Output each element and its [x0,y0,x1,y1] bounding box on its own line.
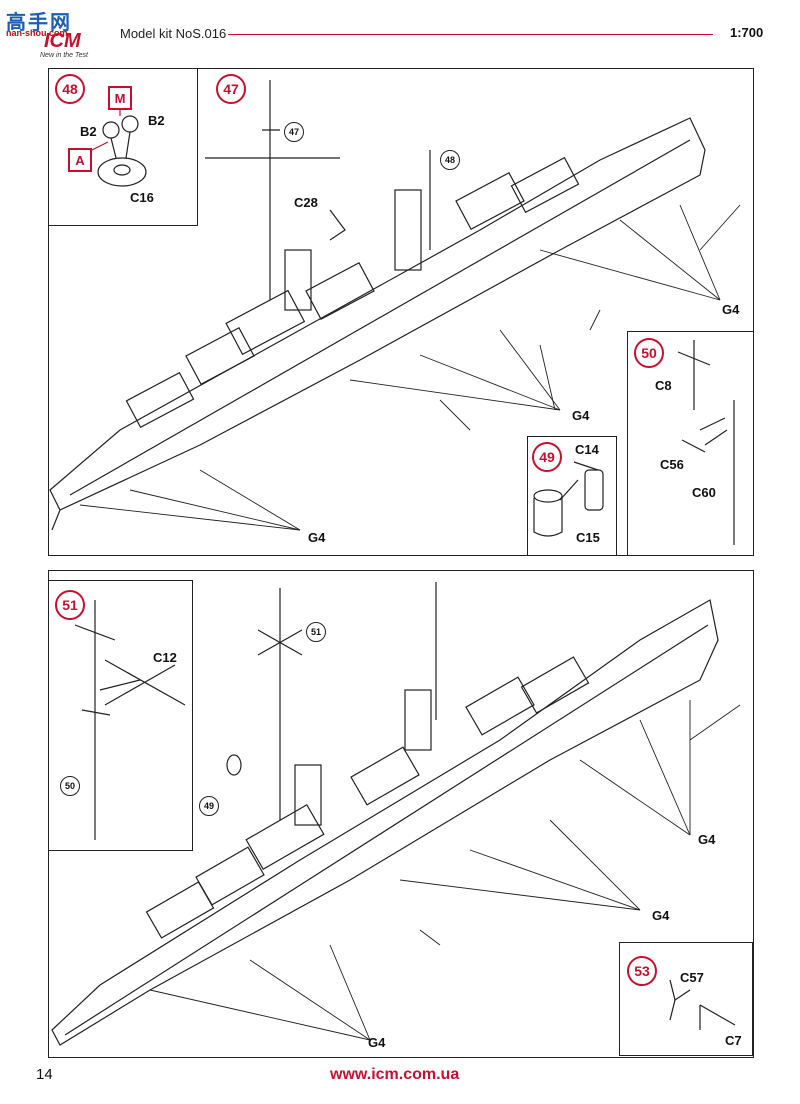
part-label: C60 [692,485,716,500]
page-number: 14 [36,1066,53,1083]
part-label: C16 [130,190,154,205]
part-label: C7 [725,1033,742,1048]
ref-badge: 50 [60,776,80,796]
scale-label: 1:700 [730,25,764,40]
part-label: G4 [368,1035,386,1050]
part-label: G4 [722,302,740,317]
brand-tagline: New in the Test [40,52,88,59]
part-label: C15 [576,530,600,545]
part-label: B2 [80,124,97,139]
step-badge: 49 [532,442,562,472]
ref-badge: 49 [199,796,219,816]
part-label: C28 [294,195,318,210]
part-label: G4 [308,530,326,545]
watermark-logo-url: nan-shou.com [6,28,68,38]
part-label: C8 [655,378,672,393]
step51-inset [48,580,193,851]
ref-badge: 51 [306,622,326,642]
step-badge: 48 [55,74,85,104]
ref-badge: 48 [440,150,460,170]
step-badge: 51 [55,590,85,620]
watermark-logo-text: 高手网 [6,12,72,34]
marker: M [108,86,132,110]
header-divider [228,34,713,35]
part-label: G4 [698,832,716,847]
part-label: C14 [575,442,599,457]
part-label: C56 [660,457,684,472]
step50-inset [627,331,754,556]
step-badge: 50 [634,338,664,368]
page-title: Model kit NoS.016 [120,26,227,41]
part-label: G4 [572,408,590,423]
part-label: C57 [680,970,704,985]
part-label: C12 [153,650,177,665]
step-badge: 47 [216,74,246,104]
part-label: B2 [148,113,165,128]
marker: A [68,148,92,172]
ref-badge: 47 [284,122,304,142]
step-badge: 53 [627,956,657,986]
brand-logo: ICM [44,30,81,52]
website-link[interactable]: www.icm.com.ua [330,1066,460,1083]
part-label: G4 [652,908,670,923]
